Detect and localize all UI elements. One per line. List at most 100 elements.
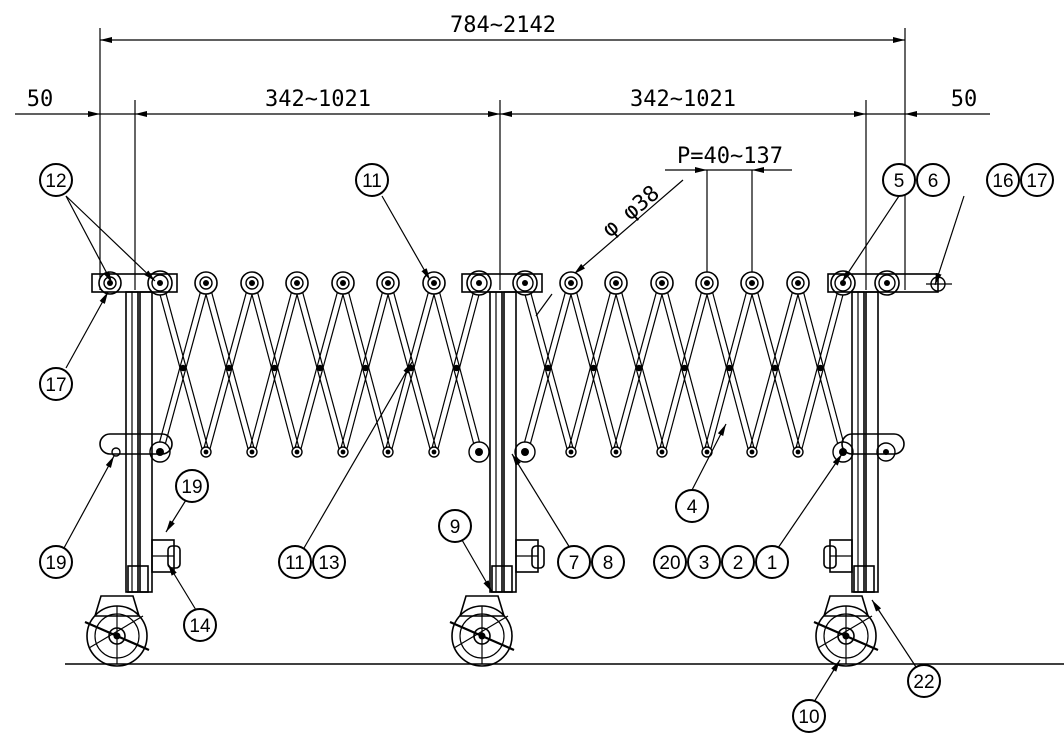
pivot-pin bbox=[544, 364, 552, 372]
dim-end-left: 50 bbox=[27, 87, 54, 112]
pivot-pin bbox=[635, 364, 643, 372]
svg-text:17: 17 bbox=[45, 375, 66, 396]
balloon-19-top: 19 bbox=[175, 469, 209, 503]
roller-axle bbox=[340, 280, 346, 286]
svg-text:14: 14 bbox=[189, 616, 211, 637]
roller-axle bbox=[157, 280, 163, 286]
pivot-pin bbox=[681, 364, 688, 372]
leg-supports bbox=[125, 291, 879, 593]
svg-text:22: 22 bbox=[913, 672, 934, 693]
svg-text:6: 6 bbox=[928, 171, 939, 192]
pivot-pin bbox=[271, 364, 278, 372]
balloon-5: 5 bbox=[882, 163, 916, 197]
pivot-pin bbox=[453, 364, 460, 372]
svg-text:16: 16 bbox=[992, 171, 1013, 192]
leg-post bbox=[139, 291, 153, 593]
pivot-pin bbox=[225, 364, 233, 372]
pivot-pin bbox=[316, 364, 324, 372]
balloon-10: 10 bbox=[792, 699, 826, 733]
balloon-14: 14 bbox=[183, 608, 217, 642]
svg-text:10: 10 bbox=[798, 707, 819, 728]
balloon-20: 20 bbox=[653, 545, 687, 579]
lower-pivot-pin bbox=[340, 449, 346, 455]
balloon-22: 22 bbox=[907, 664, 941, 698]
balloon-12: 12 bbox=[39, 163, 73, 197]
roller-axle bbox=[294, 280, 300, 286]
svg-text:13: 13 bbox=[318, 553, 339, 574]
svg-text:17: 17 bbox=[1026, 171, 1047, 192]
lock-knob bbox=[823, 545, 837, 569]
balloon-1: 1 bbox=[755, 545, 789, 579]
roller-axle bbox=[613, 280, 619, 286]
roller-axle bbox=[522, 280, 528, 286]
caster-frame-brace bbox=[88, 615, 144, 649]
roller-axle bbox=[203, 280, 209, 286]
svg-text:20: 20 bbox=[659, 553, 680, 574]
roller-axle bbox=[884, 280, 890, 286]
lower-pivot-pin bbox=[431, 449, 437, 455]
svg-text:19: 19 bbox=[45, 553, 66, 574]
balloon-11-top: 11 bbox=[355, 163, 389, 197]
lower-pivot-pin bbox=[521, 448, 529, 456]
pivot-pin bbox=[771, 364, 779, 372]
balloon-17-right: 17 bbox=[1020, 163, 1054, 197]
scissor-lattice bbox=[156, 282, 847, 453]
lock-knob bbox=[531, 545, 545, 569]
leg-post bbox=[503, 291, 517, 593]
leg-socket bbox=[853, 565, 875, 593]
roller-axle bbox=[385, 280, 391, 286]
lower-pivot-pin bbox=[659, 449, 665, 455]
lower-pivot-pin bbox=[749, 449, 755, 455]
svg-text:2: 2 bbox=[733, 553, 744, 574]
pivot-pin bbox=[590, 364, 597, 372]
balloon-16: 16 bbox=[986, 163, 1020, 197]
svg-text:1: 1 bbox=[767, 553, 778, 574]
roller-axle bbox=[476, 280, 482, 286]
frame-rails bbox=[91, 273, 939, 455]
leg-socket bbox=[491, 565, 513, 593]
lower-pivot-pin bbox=[568, 449, 574, 455]
roller-axle bbox=[659, 280, 665, 286]
svg-text:12: 12 bbox=[45, 171, 66, 192]
roller-axle bbox=[795, 280, 801, 286]
dimension-lines bbox=[15, 28, 990, 290]
svg-text:11: 11 bbox=[285, 553, 305, 574]
roller-axle bbox=[568, 280, 574, 286]
dim-end-right: 50 bbox=[951, 87, 978, 112]
pivot-pin bbox=[362, 364, 369, 372]
leader-lines bbox=[63, 195, 965, 703]
dim-section-left: 342~1021 bbox=[265, 87, 371, 112]
balloon-11-bottom: 11 bbox=[278, 545, 312, 579]
leg-post bbox=[865, 291, 879, 593]
balloon-3: 3 bbox=[687, 545, 721, 579]
pivot-pin bbox=[817, 364, 824, 372]
roller-axle bbox=[431, 280, 437, 286]
balloon-7: 7 bbox=[557, 545, 591, 579]
lower-pivot-pin bbox=[704, 449, 710, 455]
svg-text:4: 4 bbox=[687, 497, 698, 518]
part-balloons: 12 11 5 6 16 17 17 19 19 14 11 13 9 7 8 … bbox=[39, 163, 1054, 733]
roller-axle bbox=[107, 280, 113, 286]
caster-frame-brace bbox=[453, 615, 509, 649]
balloon-8: 8 bbox=[591, 545, 625, 579]
svg-text:9: 9 bbox=[450, 517, 461, 538]
balloon-19-left: 19 bbox=[39, 545, 73, 579]
dim-section-right: 342~1021 bbox=[630, 87, 736, 112]
balloon-13: 13 bbox=[312, 545, 346, 579]
svg-text:11: 11 bbox=[362, 171, 382, 192]
caster-frame-brace bbox=[817, 615, 873, 649]
caster-wheels bbox=[84, 595, 879, 667]
lower-pivot-pin bbox=[294, 449, 300, 455]
balloon-2: 2 bbox=[721, 545, 755, 579]
svg-text:7: 7 bbox=[569, 553, 580, 574]
dim-overall-length: 784~2142 bbox=[450, 13, 556, 38]
balloon-17-left: 17 bbox=[39, 367, 73, 401]
balloon-6: 6 bbox=[916, 163, 950, 197]
roller-axle bbox=[704, 280, 710, 286]
dim-roller-diameter: φ φ38 bbox=[598, 181, 665, 243]
lower-pivot-pin bbox=[249, 449, 255, 455]
lower-pivot-pin bbox=[385, 449, 391, 455]
lower-pivot-pin bbox=[203, 449, 209, 455]
svg-text:3: 3 bbox=[699, 553, 710, 574]
